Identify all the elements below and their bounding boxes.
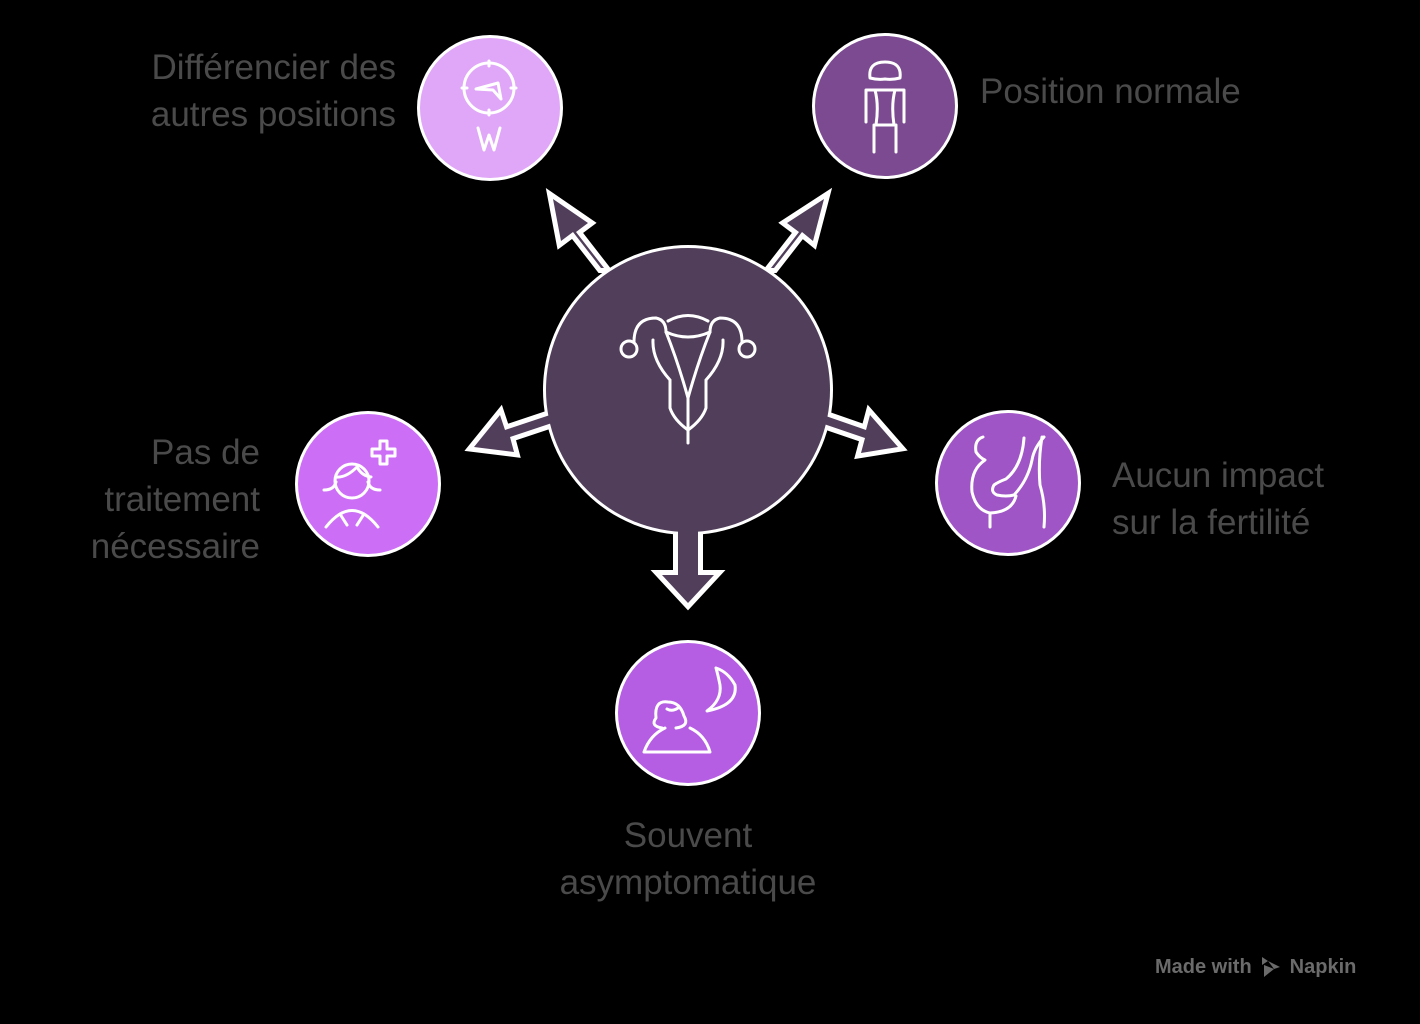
label-line: Pas de bbox=[151, 433, 260, 472]
label-aucun-impact: Aucun impact sur la fertilité bbox=[1112, 452, 1402, 546]
label-line: Position normale bbox=[980, 72, 1241, 111]
person-medical-cross-icon bbox=[322, 439, 397, 529]
node-position-normale bbox=[812, 33, 958, 179]
label-line: Aucun impact bbox=[1112, 456, 1325, 495]
watermark-brand: Napkin bbox=[1289, 955, 1357, 978]
label-souvent-asymptomatique: Souvent asymptomatique bbox=[488, 812, 888, 906]
standing-woman-icon bbox=[864, 60, 906, 154]
node-pas-de-traitement bbox=[295, 411, 441, 557]
label-line: nécessaire bbox=[90, 527, 260, 566]
node-differencier bbox=[417, 35, 563, 181]
napkin-logo-icon bbox=[1261, 957, 1280, 977]
hub-circle bbox=[546, 248, 830, 532]
label-line: Différencier des bbox=[151, 48, 396, 87]
node-souvent-asymptomatique bbox=[615, 640, 761, 786]
node-aucun-impact bbox=[935, 410, 1081, 556]
label-line: Souvent bbox=[623, 816, 753, 855]
hub-group bbox=[464, 187, 908, 611]
pregnant-belly-icon bbox=[970, 435, 1046, 529]
label-differencier: Différencier des autres positions bbox=[80, 44, 396, 138]
node-circle bbox=[815, 36, 955, 176]
label-line: asymptomatique bbox=[559, 863, 817, 902]
label-line: autres positions bbox=[150, 95, 396, 134]
node-circle bbox=[618, 643, 758, 783]
node-circle bbox=[420, 38, 560, 178]
label-position-normale: Position normale bbox=[980, 68, 1320, 115]
uterus-icon bbox=[619, 314, 757, 445]
napkin-watermark[interactable]: Made with Napkin bbox=[1155, 955, 1356, 979]
watermark-prefix: Made with bbox=[1155, 955, 1252, 978]
label-line: sur la fertilité bbox=[1112, 503, 1311, 542]
label-pas-de-traitement: Pas de traitement nécessaire bbox=[40, 429, 260, 570]
node-circle bbox=[938, 413, 1078, 553]
compass-west-icon bbox=[460, 59, 518, 152]
label-line: traitement bbox=[104, 480, 260, 519]
person-moon-icon bbox=[642, 666, 737, 754]
